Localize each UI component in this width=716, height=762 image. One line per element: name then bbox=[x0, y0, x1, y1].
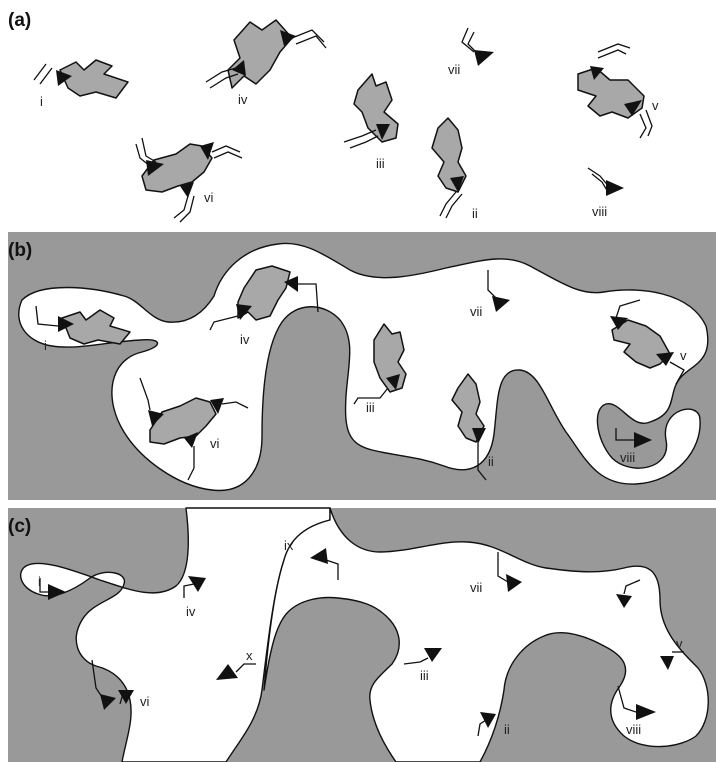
panel-b: (b) i iv vii v bbox=[8, 232, 716, 500]
c-label-viii: viii bbox=[626, 722, 641, 737]
b-label-i: i bbox=[44, 338, 47, 353]
c-label-i: i bbox=[38, 574, 41, 589]
molecule-viii: viii bbox=[588, 168, 624, 219]
label-v: v bbox=[652, 98, 659, 113]
c-label-ix: ix bbox=[284, 538, 294, 553]
b-label-v: v bbox=[680, 348, 687, 363]
c-label-x: x bbox=[246, 648, 253, 663]
label-ii: ii bbox=[472, 206, 478, 221]
b-label-iii: iii bbox=[366, 400, 375, 415]
label-vi: vi bbox=[204, 190, 214, 205]
molecule-iii: iii bbox=[344, 74, 398, 171]
b-label-iv: iv bbox=[240, 332, 250, 347]
panel-a-label: (a) bbox=[8, 10, 31, 31]
label-viii: viii bbox=[592, 204, 607, 219]
molecule-i: i bbox=[34, 60, 128, 109]
label-i: i bbox=[40, 94, 43, 109]
molecule-iv: iv bbox=[206, 20, 326, 107]
panel-c: (c) i iv vi x ix bbox=[8, 508, 716, 762]
molecule-ii: ii bbox=[432, 118, 478, 221]
b-label-vi: vi bbox=[210, 436, 220, 451]
c-label-iii: iii bbox=[420, 668, 429, 683]
molecule-v: v bbox=[578, 44, 659, 138]
panel-b-label: (b) bbox=[8, 240, 32, 261]
c-label-vii: vii bbox=[470, 580, 482, 595]
c-label-vi: vi bbox=[140, 694, 150, 709]
label-vii: vii bbox=[448, 62, 460, 77]
b-label-ii: ii bbox=[488, 454, 494, 469]
c-label-iv: iv bbox=[186, 604, 196, 619]
b-label-vii: vii bbox=[470, 304, 482, 319]
panel-c-label: (c) bbox=[8, 516, 31, 537]
label-iv: iv bbox=[238, 92, 248, 107]
molecule-vi: vi bbox=[136, 138, 242, 222]
c-label-ii: ii bbox=[504, 722, 510, 737]
b-label-viii: viii bbox=[620, 450, 635, 465]
molecule-vii: vii bbox=[448, 28, 494, 77]
c-label-v: v bbox=[676, 636, 683, 651]
label-iii: iii bbox=[376, 156, 385, 171]
panel-a: (a) i iv vii bbox=[8, 10, 659, 222]
